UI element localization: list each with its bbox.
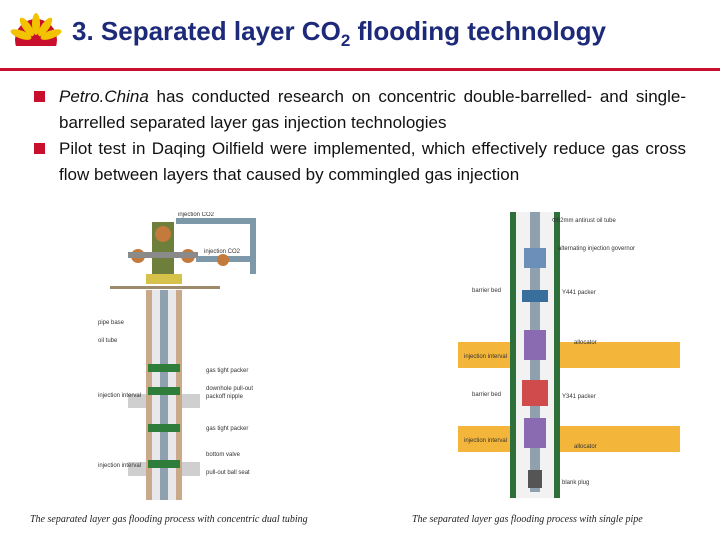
petrochina-logo-icon — [10, 13, 62, 62]
label-injection-interval-2: injection interval — [98, 463, 141, 469]
label-alternating-governor: alternating injection governor — [558, 246, 635, 252]
label-gas-tight-packer: gas tight packer — [206, 368, 248, 374]
label-pipe-base: pipe base — [98, 320, 125, 326]
label-injection-co2-lower: injection CO2 — [204, 249, 241, 255]
label-blank-plug: blank plug — [562, 480, 589, 486]
label-downhole-pullout: downhole pull-out — [206, 386, 253, 392]
label-y441-packer: Y441 packer — [562, 290, 596, 296]
label-gas-tight-packer-2: gas tight packer — [206, 426, 248, 432]
label-injection-co2: injection CO2 — [178, 212, 215, 218]
label-injection-interval-1: injection interval — [464, 354, 507, 360]
bullet-square-icon — [34, 143, 45, 154]
label-barrier-bed-2: barrier bed — [472, 392, 501, 398]
label-pullout-ball-seat: pull-out ball seat — [206, 470, 250, 476]
label-antirust-tube: Φ62mm antirust oil tube — [552, 218, 616, 224]
label-injection-interval-1: injection interval — [98, 393, 141, 399]
dual-tubing-diagram: injection CO2 injection CO2 pipe base oi… — [98, 212, 256, 500]
label-y341-packer: Y341 packer — [562, 394, 596, 400]
label-barrier-bed-1: barrier bed — [472, 288, 501, 294]
label-allocator-2: allocator — [574, 444, 597, 450]
label-oil-tube: oil tube — [98, 338, 118, 344]
single-pipe-diagram: Φ62mm antirust oil tube alternating inje… — [458, 212, 680, 498]
label-bottom-valve: bottom valve — [206, 452, 241, 458]
label-packoff-nipple: packoff nipple — [206, 394, 244, 400]
slide-title: 3. Separated layer CO2 flooding technolo… — [72, 16, 606, 51]
figure-caption-left: The separated layer gas flooding process… — [30, 514, 308, 525]
figure-caption-right: The separated layer gas flooding process… — [412, 514, 643, 525]
label-allocator-1: allocator — [574, 340, 597, 346]
bullet-list: Petro.China has conducted research on co… — [34, 84, 686, 188]
title-divider — [0, 68, 720, 71]
label-injection-interval-2: injection interval — [464, 438, 507, 444]
bullet-item: Pilot test in Daqing Oilfield were imple… — [34, 136, 686, 188]
bullet-item: Petro.China has conducted research on co… — [34, 84, 686, 136]
bullet-square-icon — [34, 91, 45, 102]
